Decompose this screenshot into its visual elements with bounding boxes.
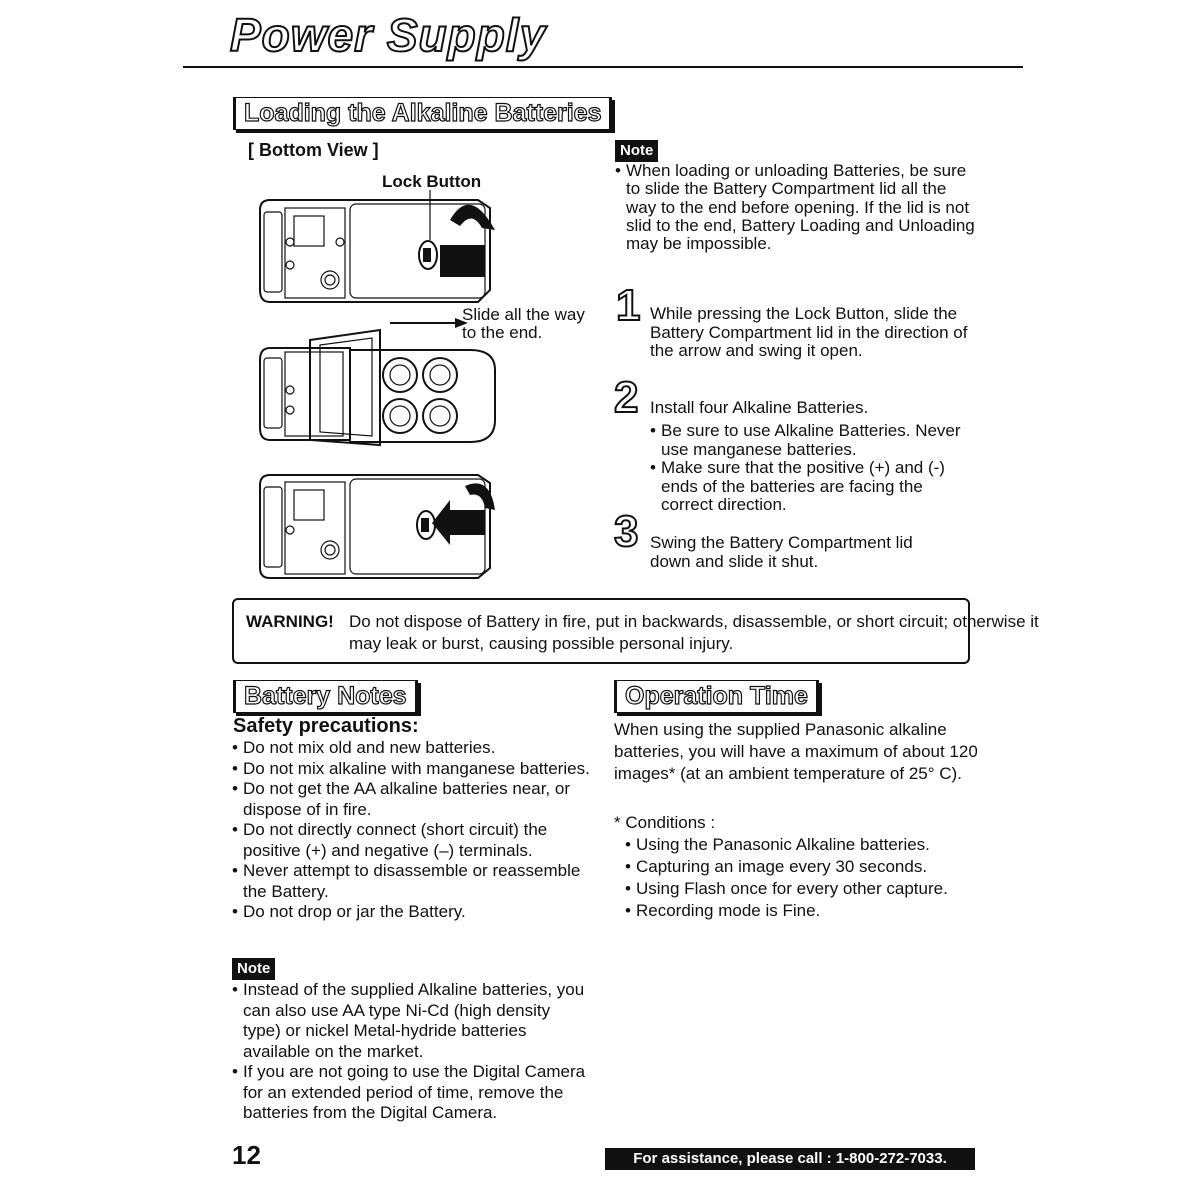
condition-item: Capturing an image every 30 seconds.: [625, 856, 995, 878]
battery-note-badge: Note: [232, 958, 276, 980]
condition-item: Using the Panasonic Alkaline batteries.: [625, 834, 995, 856]
page-title: Power Supply: [229, 8, 547, 62]
camera-closed-view: [259, 190, 495, 303]
safety-precautions-heading: Safety precautions:: [233, 715, 419, 737]
warning-box: WARNING! Do not dispose of Battery in fir…: [232, 598, 1039, 664]
step-3-text: Swing the Battery Compartment lid down a…: [650, 533, 913, 571]
conditions-list: Using the Panasonic Alkaline batteries. …: [625, 834, 995, 922]
bottom-view-label: [ Bottom View ]: [248, 140, 379, 160]
warning-label: WARNING!: [246, 612, 334, 631]
battery-note-list: Instead of the supplied Alkaline batteri…: [232, 980, 587, 1124]
safety-list: Do not mix old and new batteries. Do not…: [232, 738, 592, 923]
loading-note-badge: Note: [615, 140, 659, 162]
camera-shut-view: [259, 474, 495, 579]
assistance-footer: For assistance, please call : 1-800-272-…: [605, 1148, 975, 1170]
safety-item: Do not directly connect (short circuit) …: [232, 820, 592, 861]
safety-item: Never attempt to disassemble or reassemb…: [232, 861, 592, 902]
battery-note-item: Instead of the supplied Alkaline batteri…: [232, 980, 587, 1062]
operation-time-heading: Operation Time: [614, 680, 819, 713]
battery-notes-heading: Battery Notes: [233, 680, 418, 713]
camera-illustration: [259, 190, 496, 579]
step-1-text: While pressing the Lock Button, slide th…: [650, 304, 968, 360]
safety-item: Do not mix old and new batteries.: [232, 738, 592, 759]
condition-item: Using Flash once for every other capture…: [625, 878, 995, 900]
condition-item: Recording mode is Fine.: [625, 900, 995, 922]
camera-open-view: [259, 328, 496, 447]
slide-label: Slide all the way to the end.: [462, 306, 585, 342]
step-2-bullets: Be sure to use Alkaline Batteries. Never…: [650, 421, 975, 515]
step-2-bullet-2: Make sure that the positive (+) and (-) …: [650, 458, 975, 515]
safety-item: Do not mix alkaline with manganese batte…: [232, 759, 592, 780]
loading-note: When loading or unloading Batteries, be …: [615, 161, 975, 253]
slide-label-line-1: Slide all the way: [462, 305, 585, 324]
loading-heading: Loading the Alkaline Batteries: [233, 97, 613, 130]
step-3-number: 3: [613, 507, 640, 556]
battery-note-item: If you are not going to use the Digital …: [232, 1062, 587, 1124]
slide-label-line-2: to the end.: [462, 323, 543, 342]
page-number: 12: [232, 1140, 261, 1170]
step-2-number: 2: [613, 373, 640, 422]
warning-text: Do not dispose of Battery in fire, put i…: [349, 612, 1039, 653]
step-1-number: 1: [615, 281, 642, 330]
step-2-bullet-1: Be sure to use Alkaline Batteries. Never…: [650, 421, 975, 459]
lock-button-label: Lock Button: [382, 172, 482, 191]
safety-item: Do not get the AA alkaline batteries nea…: [232, 779, 592, 820]
loading-note-text: When loading or unloading Batteries, be …: [615, 161, 975, 253]
safety-item: Do not drop or jar the Battery.: [232, 902, 592, 923]
title-rule: [183, 66, 1023, 68]
warning-text-block: WARNING! Do not dispose of Battery in fir…: [246, 611, 1069, 655]
operation-intro: When using the supplied Panasonic alkali…: [614, 720, 978, 783]
step-2-text: Install four Alkaline Batteries.: [650, 398, 869, 417]
conditions-label: * Conditions :: [614, 813, 716, 832]
